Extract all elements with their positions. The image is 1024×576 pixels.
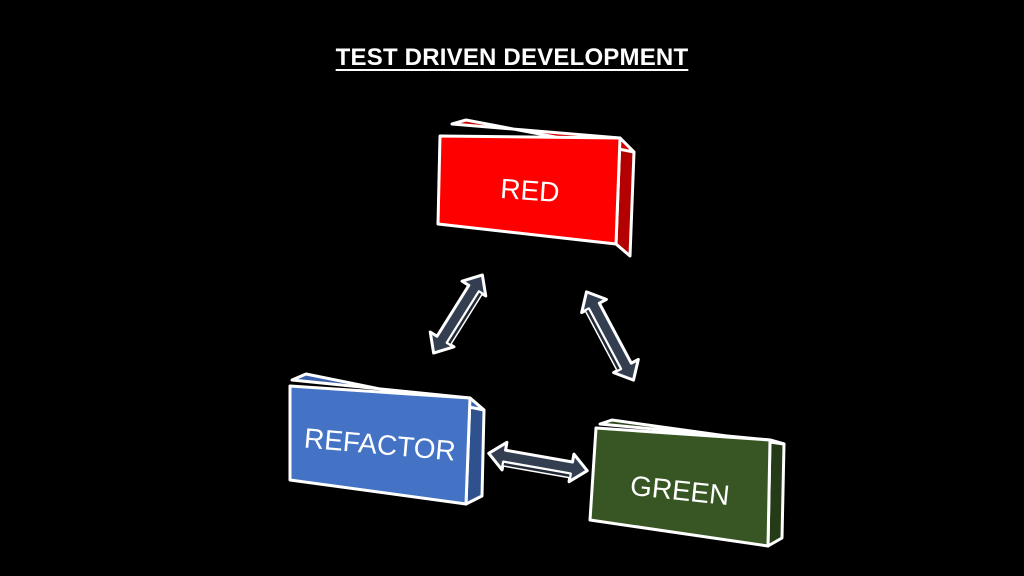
red-box: RED	[436, 118, 636, 258]
double-arrow-icon	[487, 440, 589, 484]
refactor-box-front	[288, 384, 472, 506]
page-title: TEST DRIVEN DEVELOPMENT	[335, 44, 689, 71]
arrow-depth	[584, 307, 622, 372]
refactor-box: REFACTOR	[288, 372, 486, 506]
refactor-box-top	[290, 372, 486, 412]
green-box: GREEN	[588, 418, 786, 548]
arrow-depth	[501, 461, 572, 479]
red-box-front	[436, 134, 622, 246]
double-arrow-icon	[428, 273, 488, 355]
green-box-front	[588, 426, 772, 548]
double-arrow-icon	[580, 290, 640, 382]
red-box-label: RED	[499, 173, 560, 208]
arrow-red-green	[580, 290, 640, 382]
red-box-top	[450, 118, 636, 154]
arrow-refactor-green	[487, 440, 589, 484]
arrow-red-refactor	[428, 273, 488, 355]
arrow-depth	[446, 290, 484, 346]
